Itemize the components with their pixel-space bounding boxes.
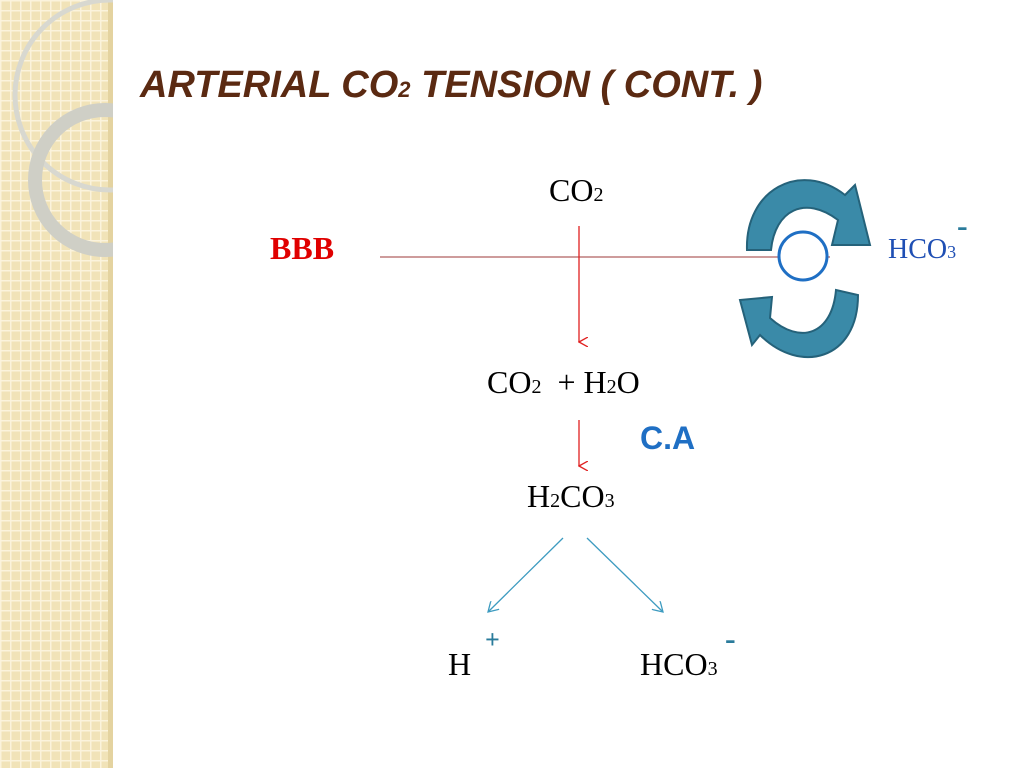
reaction-co2-h2o: CO2+ H2O: [487, 364, 640, 401]
hco3-right-label: HCO3: [888, 234, 956, 266]
hco3-base: HCO: [888, 234, 948, 265]
h2co3-co-subscript: 3: [604, 490, 615, 512]
slide-title: ARTERIAL CO2 TENSION ( CONT. ): [140, 64, 762, 107]
h2co3-h: H: [527, 478, 551, 514]
h-ion-label: H: [448, 646, 472, 682]
co2-base: CO: [549, 172, 594, 208]
hco3-right-charge: -: [957, 207, 968, 243]
plus-sign: +: [485, 625, 500, 654]
title-text: ARTERIAL CO: [140, 64, 399, 106]
reaction-co-subscript: 2: [531, 376, 542, 398]
circular-arrows-icon: [738, 179, 872, 359]
ca-label: C.A: [640, 420, 696, 456]
hco3-bottom-base: HCO: [640, 646, 708, 682]
hco3-bottom-charge: -: [725, 620, 736, 656]
title-subscript: 2: [398, 77, 411, 102]
decorative-sidebar: [0, 0, 113, 768]
reaction-o: O: [616, 364, 640, 400]
decorative-ring: [28, 103, 113, 257]
reaction-plus-h: + H: [557, 364, 607, 400]
arrow-to-hco3: [586, 537, 663, 612]
hco3-bottom-subscript: 3: [707, 658, 718, 680]
h2co3-label: H2CO3: [527, 478, 615, 515]
hco3-bottom-label: HCO3: [640, 646, 718, 683]
co2-subscript: 2: [593, 184, 604, 206]
h2co3-h-subscript: 2: [550, 490, 561, 512]
circle-transporter-icon: [777, 230, 829, 282]
bbb-label: BBB: [270, 230, 335, 266]
h2co3-co: CO: [560, 478, 605, 514]
co2-top-label: CO2: [549, 172, 603, 209]
decorative-ring: [12, 0, 113, 193]
title-text-end: TENSION ( CONT. ): [410, 64, 763, 106]
hco3-subscript: 3: [947, 242, 957, 262]
reaction-h-subscript: 2: [606, 376, 617, 398]
arrow-to-h: [488, 537, 564, 612]
h-ion-charge: +: [485, 625, 500, 654]
reaction-co: CO: [487, 364, 532, 400]
